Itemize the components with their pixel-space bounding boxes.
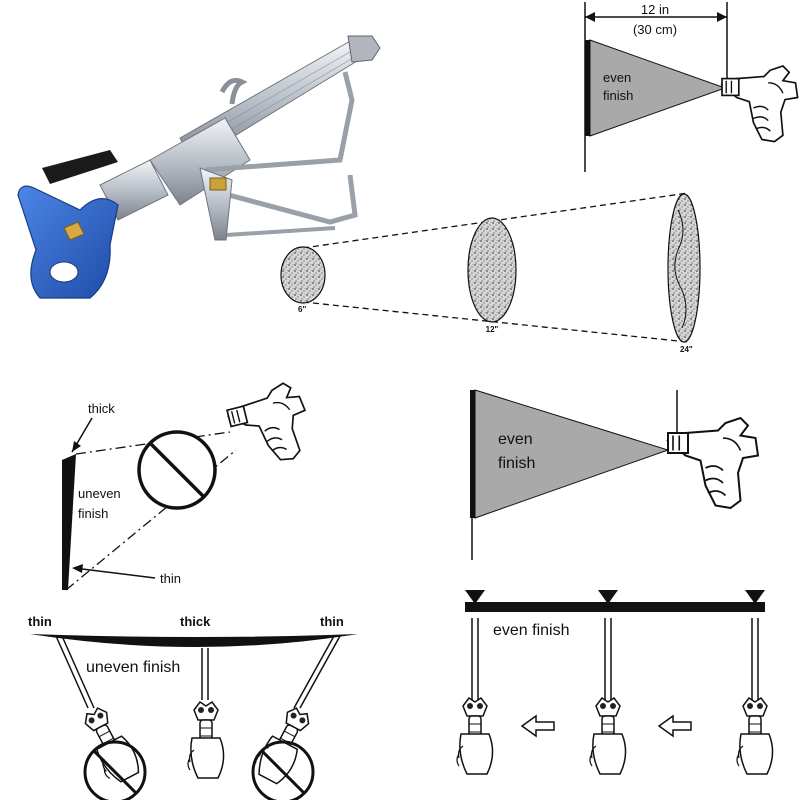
marker-right-icon: [745, 590, 765, 604]
even-coating-bar: [465, 602, 765, 612]
thick-label: thick: [88, 401, 115, 416]
direction-arrow-left-icon: [520, 714, 555, 738]
uneven-label-line2: finish: [78, 506, 108, 521]
spread-size-6: 6": [298, 305, 306, 314]
stroke-right-thin-label: thin: [320, 614, 344, 629]
stroke-left-thin-label: thin: [28, 614, 52, 629]
fan-label-line1: even: [603, 70, 631, 85]
stroke-middle-thick-label: thick: [180, 614, 211, 629]
spread-size-12: 12": [486, 325, 499, 334]
panel-even-finish: even finish: [470, 389, 759, 560]
distance-sub-label: (30 cm): [633, 22, 677, 37]
spray-pattern-6: [280, 246, 326, 304]
prohibited-right-icon: [251, 740, 315, 800]
uneven-finish-bar-label: uneven finish: [86, 659, 180, 676]
marker-middle-icon: [598, 590, 618, 604]
tilted-hand-gun-icon: [223, 378, 317, 473]
prohibited-left-icon: [83, 740, 147, 800]
panel-distance: 12 in (30 cm) even finish: [584, 2, 799, 172]
hand-gun-icon-2: [667, 417, 759, 509]
stroke-uneven: thin thick thin uneven finish: [28, 614, 358, 800]
distance-label: 12 in: [641, 2, 669, 17]
spray-pattern-12: [467, 217, 517, 323]
spray-pattern-24: [667, 193, 701, 343]
stroke-even: even finish: [456, 590, 774, 775]
fan2-label-line2: finish: [498, 455, 535, 472]
spray-fan: [589, 39, 727, 137]
thin-label: thin: [160, 571, 181, 586]
parallel-hand-left-icon: [456, 697, 494, 775]
direction-arrow-right-icon: [657, 714, 692, 738]
panel-uneven-angle: thick uneven finish thin: [62, 378, 317, 591]
surface-wall: [585, 40, 590, 136]
hand-gun-icon: [721, 65, 799, 143]
panel-spray-spread: 6" 12" 24": [280, 192, 701, 354]
coating-wedge: [62, 454, 76, 590]
surface-wall-2: [470, 390, 475, 518]
fan-label-line2: finish: [603, 88, 633, 103]
marker-left-icon: [465, 590, 485, 604]
spray-gun-photo: [17, 35, 381, 299]
prohibited-icon: [137, 430, 217, 510]
parallel-hand-right-icon: [736, 697, 774, 775]
fan2-label-line1: even: [498, 431, 533, 448]
even-finish-bar-label: even finish: [493, 622, 570, 639]
spread-size-24: 24": [680, 345, 693, 354]
uneven-coating-arc: [30, 634, 358, 647]
parallel-hand-middle-icon: [589, 697, 627, 775]
arcing-hand-middle-icon: [187, 701, 225, 779]
uneven-label-line1: uneven: [78, 486, 121, 501]
spray-fan-2: [474, 389, 670, 519]
